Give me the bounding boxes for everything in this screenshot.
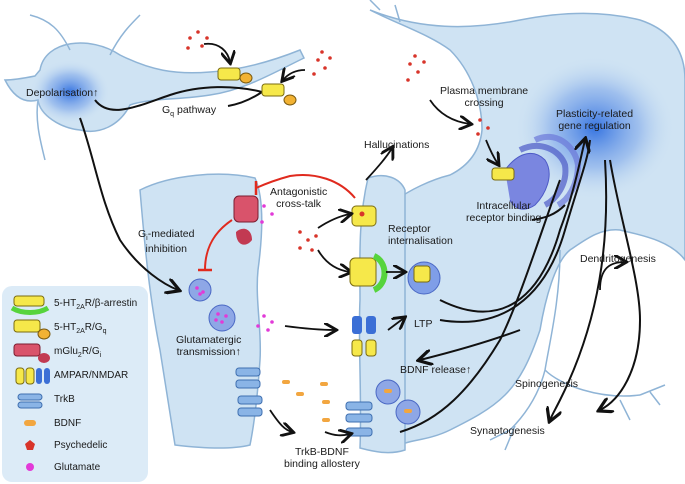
psychedelic-clusters: [186, 30, 490, 252]
bdnf-icon: [24, 420, 36, 426]
gq-pathway-line: [94, 86, 263, 111]
bdnf-molecules: [282, 380, 330, 422]
glutamatergic-label: Glutamatergic transmission↑: [176, 334, 242, 359]
synaptogenesis-label: Synaptogenesis: [470, 425, 545, 437]
antagonistic-label: Antagonistic cross-talk: [270, 186, 328, 211]
legend-item-gq: 5-HT2AR/Gq: [2, 318, 148, 340]
plasticity-label: Plasticity-related gene regulation: [556, 108, 634, 133]
psychedelic-icon: [25, 440, 35, 450]
legend-item-mglu2: mGlu2R/Gi: [2, 342, 148, 363]
hallucinations-label: Hallucinations: [364, 139, 430, 151]
depolarisation-label: Depolarisation↑: [26, 87, 99, 99]
legend-item-barrestin: 5-HT2AR/β-arrestin: [2, 294, 148, 315]
legend-item-psychedelic: Psychedelic: [2, 436, 148, 456]
legend-item-glutamate: Glutamate: [2, 458, 148, 478]
top-receptor-gq: [217, 67, 297, 106]
presynaptic-neuron-top: [3, 14, 306, 161]
intracellular-label: Intracellular receptor binding: [466, 200, 542, 225]
plasma-membrane-label: Plasma membrane crossing: [440, 85, 529, 110]
ampar-nmdar: [351, 316, 377, 357]
dendritogenesis-label: Dendritogenesis: [580, 253, 656, 265]
ampar-nmdar-icon: [15, 367, 50, 385]
legend-item-trkb: TrkB: [2, 390, 148, 410]
depolarisation-arrow: [79, 117, 178, 290]
spinogenesis-label: Spinogenesis: [515, 378, 579, 390]
receptor-barrestin-icon: [10, 295, 50, 315]
bdnf-release-label: BDNF release↑: [400, 364, 472, 376]
legend-panel: 5-HT2AR/β-arrestin 5-HT2AR/Gq mGlu2R/Gi …: [2, 286, 148, 482]
trkb-icon: [17, 393, 43, 409]
mglu2-receptor: [233, 195, 259, 245]
legend-item-bdnf: BDNF: [2, 414, 148, 434]
presynaptic-terminal: [139, 173, 263, 449]
gq-pathway-label: Gq pathway: [162, 104, 217, 119]
glutamate-icon: [26, 463, 34, 471]
barrestin-receptor: [349, 253, 388, 293]
receptor-gq-icon: [13, 319, 51, 340]
trkb-bdnf-label: TrkB-BDNF binding allostery: [284, 446, 360, 471]
legend-item-ampar: AMPAR/NMDAR: [2, 366, 148, 386]
ltp-label: LTP: [414, 318, 433, 330]
internalisation-label: Receptor internalisation: [388, 223, 453, 248]
receptor-mglu2-icon: [13, 343, 50, 363]
